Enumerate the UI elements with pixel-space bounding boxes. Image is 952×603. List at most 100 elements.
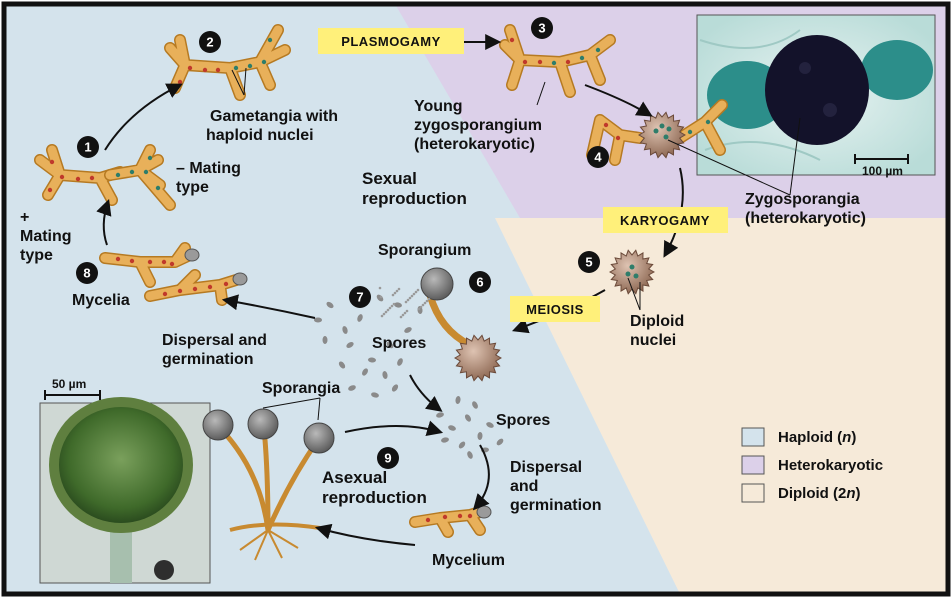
dispersal-label-1b: germination <box>162 351 254 368</box>
spore <box>368 357 376 363</box>
step-number: 3 <box>538 21 545 36</box>
spore <box>464 414 472 422</box>
legend-swatch <box>741 483 765 503</box>
arrow-sporangia-to-spores <box>344 420 444 436</box>
step-7-marker: 7 <box>349 286 371 308</box>
step-1-marker: 1 <box>77 136 99 158</box>
hypha-4 <box>499 24 616 98</box>
asexual-sporangia <box>202 408 335 561</box>
scale-label-top: 100 µm <box>862 164 903 178</box>
zygosporangium <box>608 249 656 295</box>
hyphae-group <box>34 24 728 538</box>
hypha-5 <box>586 99 728 166</box>
karyogamy-label: KARYOGAMY <box>603 207 728 233</box>
spore <box>472 401 478 409</box>
zygosporangia-group <box>454 111 686 382</box>
sporangia-label: Sporangia <box>262 380 340 397</box>
arrow-mycelium-to-sporangia <box>314 523 416 546</box>
sexual-sporangium <box>420 267 472 349</box>
zygosporangium <box>638 111 686 159</box>
spore <box>362 368 368 376</box>
step-number: 5 <box>585 255 592 270</box>
spore <box>467 451 473 459</box>
spore <box>394 302 402 308</box>
spore <box>436 412 444 418</box>
arrow-spores-down <box>409 374 443 412</box>
plus-mating-label-3: type <box>20 247 53 264</box>
mycelium-label: Mycelium <box>432 552 505 569</box>
plus-mating-label-2: Mating <box>20 228 72 245</box>
zygosporangia-label-2: (heterokaryotic) <box>745 210 866 227</box>
gametangia-label-2: haploid nuclei <box>206 127 314 144</box>
spore <box>496 438 504 446</box>
step-number: 9 <box>384 451 391 466</box>
spore <box>448 425 456 431</box>
zygosporangium <box>454 334 502 382</box>
spores-label-2: Spores <box>496 412 550 429</box>
spore <box>382 371 388 379</box>
step-3-marker: 3 <box>531 17 553 39</box>
arrow-spores-to-mycelium <box>472 444 490 511</box>
step-number: 7 <box>356 290 363 305</box>
spores-group <box>314 286 504 459</box>
legend-label: Haploid (n) <box>778 429 856 446</box>
step-6-marker: 6 <box>469 271 491 293</box>
scale-label-bottom: 50 µm <box>52 377 86 391</box>
spore <box>338 361 346 369</box>
spore <box>326 301 334 309</box>
legend-swatch <box>741 455 765 475</box>
plasmogamy-label: PLASMOGAMY <box>318 28 464 54</box>
step-markers: 1 2 3 4 5 6 7 8 9 <box>76 17 609 469</box>
legend-swatch <box>741 427 765 447</box>
dispersal-label-2: Dispersal <box>510 459 582 476</box>
diploid-nuclei-label-2: nuclei <box>630 332 676 349</box>
spore <box>455 396 461 404</box>
step-4-marker: 4 <box>587 146 609 168</box>
spore <box>477 432 483 440</box>
plus-mating-label: + <box>20 209 29 226</box>
diploid-nuclei-label: Diploid <box>630 313 684 330</box>
spore <box>371 392 379 398</box>
dispersal-label-2c: germination <box>510 497 602 514</box>
dispersal-label-2b: and <box>510 478 538 495</box>
legend-item: Diploid (2n) <box>741 483 861 503</box>
meiosis-label: MEIOSIS <box>510 296 600 322</box>
dispersal-label-1: Dispersal and <box>162 332 267 349</box>
arrow-8-to-1 <box>96 198 112 246</box>
step-number: 4 <box>594 150 602 165</box>
diploid-region <box>495 218 948 594</box>
spore <box>386 341 394 349</box>
spores-label-1: Spores <box>372 335 426 352</box>
asexual-reproduction-label-2: reproduction <box>322 488 427 507</box>
sporangium-label: Sporangium <box>378 242 471 259</box>
step-number: 6 <box>476 275 483 290</box>
legend-label: Heterokaryotic <box>778 457 883 474</box>
step-2-marker: 2 <box>199 31 221 53</box>
arrow-3-to-4 <box>584 84 653 117</box>
spore <box>342 326 348 334</box>
young-zygo-label-2: zygosporangium <box>414 117 542 134</box>
step-8-marker: 8 <box>76 262 98 284</box>
hypha-2 <box>104 144 176 211</box>
spore <box>314 317 322 323</box>
minus-mating-label: – Mating <box>176 160 241 177</box>
minus-mating-label-2: type <box>176 179 209 196</box>
hypha-6 <box>99 242 196 288</box>
arrow-1-to-2 <box>104 83 183 151</box>
spore <box>357 314 363 322</box>
gametangia-label: Gametangia with <box>210 108 338 125</box>
hypha-3 <box>164 24 291 101</box>
spore <box>391 384 399 392</box>
spore <box>397 358 403 366</box>
legend-label: Diploid (2n) <box>778 485 861 502</box>
zygosporangia-label: Zygosporangia <box>745 191 860 208</box>
leader-lines <box>231 67 801 421</box>
legend-item: Haploid (n) <box>741 427 856 447</box>
spore <box>346 342 354 348</box>
spore <box>486 422 494 428</box>
step-9-marker: 9 <box>377 447 399 469</box>
